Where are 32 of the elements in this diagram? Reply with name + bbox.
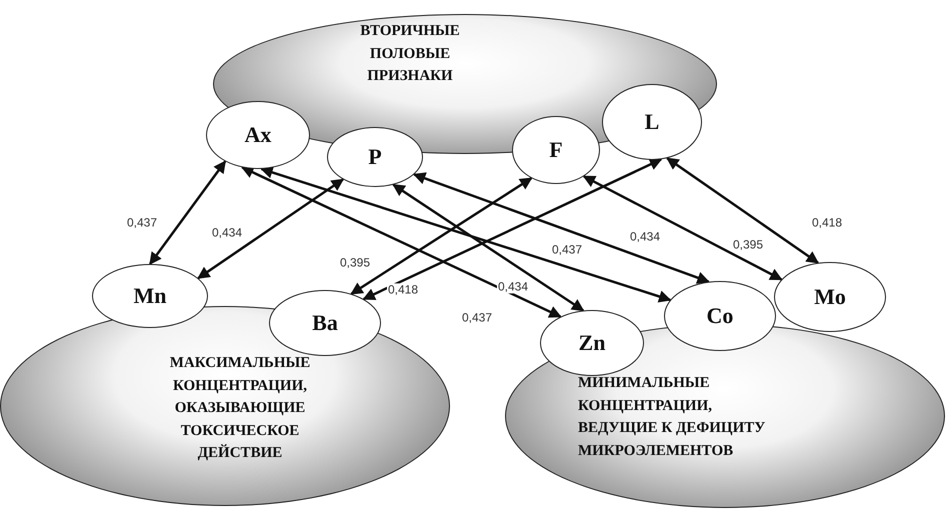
element-label: F (549, 137, 563, 163)
double-arrow (666, 157, 820, 264)
edge-label: 0,437 (550, 243, 584, 257)
double-arrow (362, 158, 662, 300)
edge-label: 0,418 (386, 283, 420, 297)
edge-label: 0,434 (496, 280, 530, 294)
double-arrow (260, 166, 672, 303)
double-arrow (350, 177, 532, 295)
double-arrow (582, 175, 783, 281)
double-arrow (412, 172, 710, 284)
element-label: Mo (814, 284, 846, 310)
double-arrow (197, 178, 344, 280)
element-label: Ax (244, 122, 272, 148)
element-label: Zn (578, 330, 606, 356)
edge-label: 0,395 (732, 238, 764, 252)
edge-label: 0,437 (460, 311, 494, 325)
element-label: P (368, 144, 382, 170)
edge-label: 0,418 (810, 216, 844, 230)
group-label: МАКСИМАЛЬНЫЕ КОНЦЕНТРАЦИИ, ОКАЗЫВАЮЩИЕ ТОКСИЧЕСКОЕ ДЕЙСТВИЕ (168, 354, 312, 463)
double-arrow (392, 184, 584, 312)
edge-label: 0,437 (126, 216, 158, 230)
double-arrow (241, 166, 562, 318)
group-label: ВТОРИЧНЫЕ ПОЛОВЫЕ ПРИЗНАКИ (359, 22, 461, 86)
element-label: Mn (134, 283, 166, 309)
edge-label: 0,395 (338, 256, 372, 270)
element-label: L (644, 109, 660, 135)
group-label: МИНИМАЛЬНЫЕ КОНЦЕНТРАЦИИ, ВЕДУЩИЕ К ДЕФИЦИТУ МИКРОЭЛЕМЕНТОВ (578, 374, 766, 460)
double-arrow (149, 160, 226, 265)
element-label: Ba (312, 310, 338, 336)
edge-label: 0,434 (628, 230, 662, 244)
element-label: Co (706, 303, 734, 329)
edge-label: 0,434 (210, 226, 244, 240)
